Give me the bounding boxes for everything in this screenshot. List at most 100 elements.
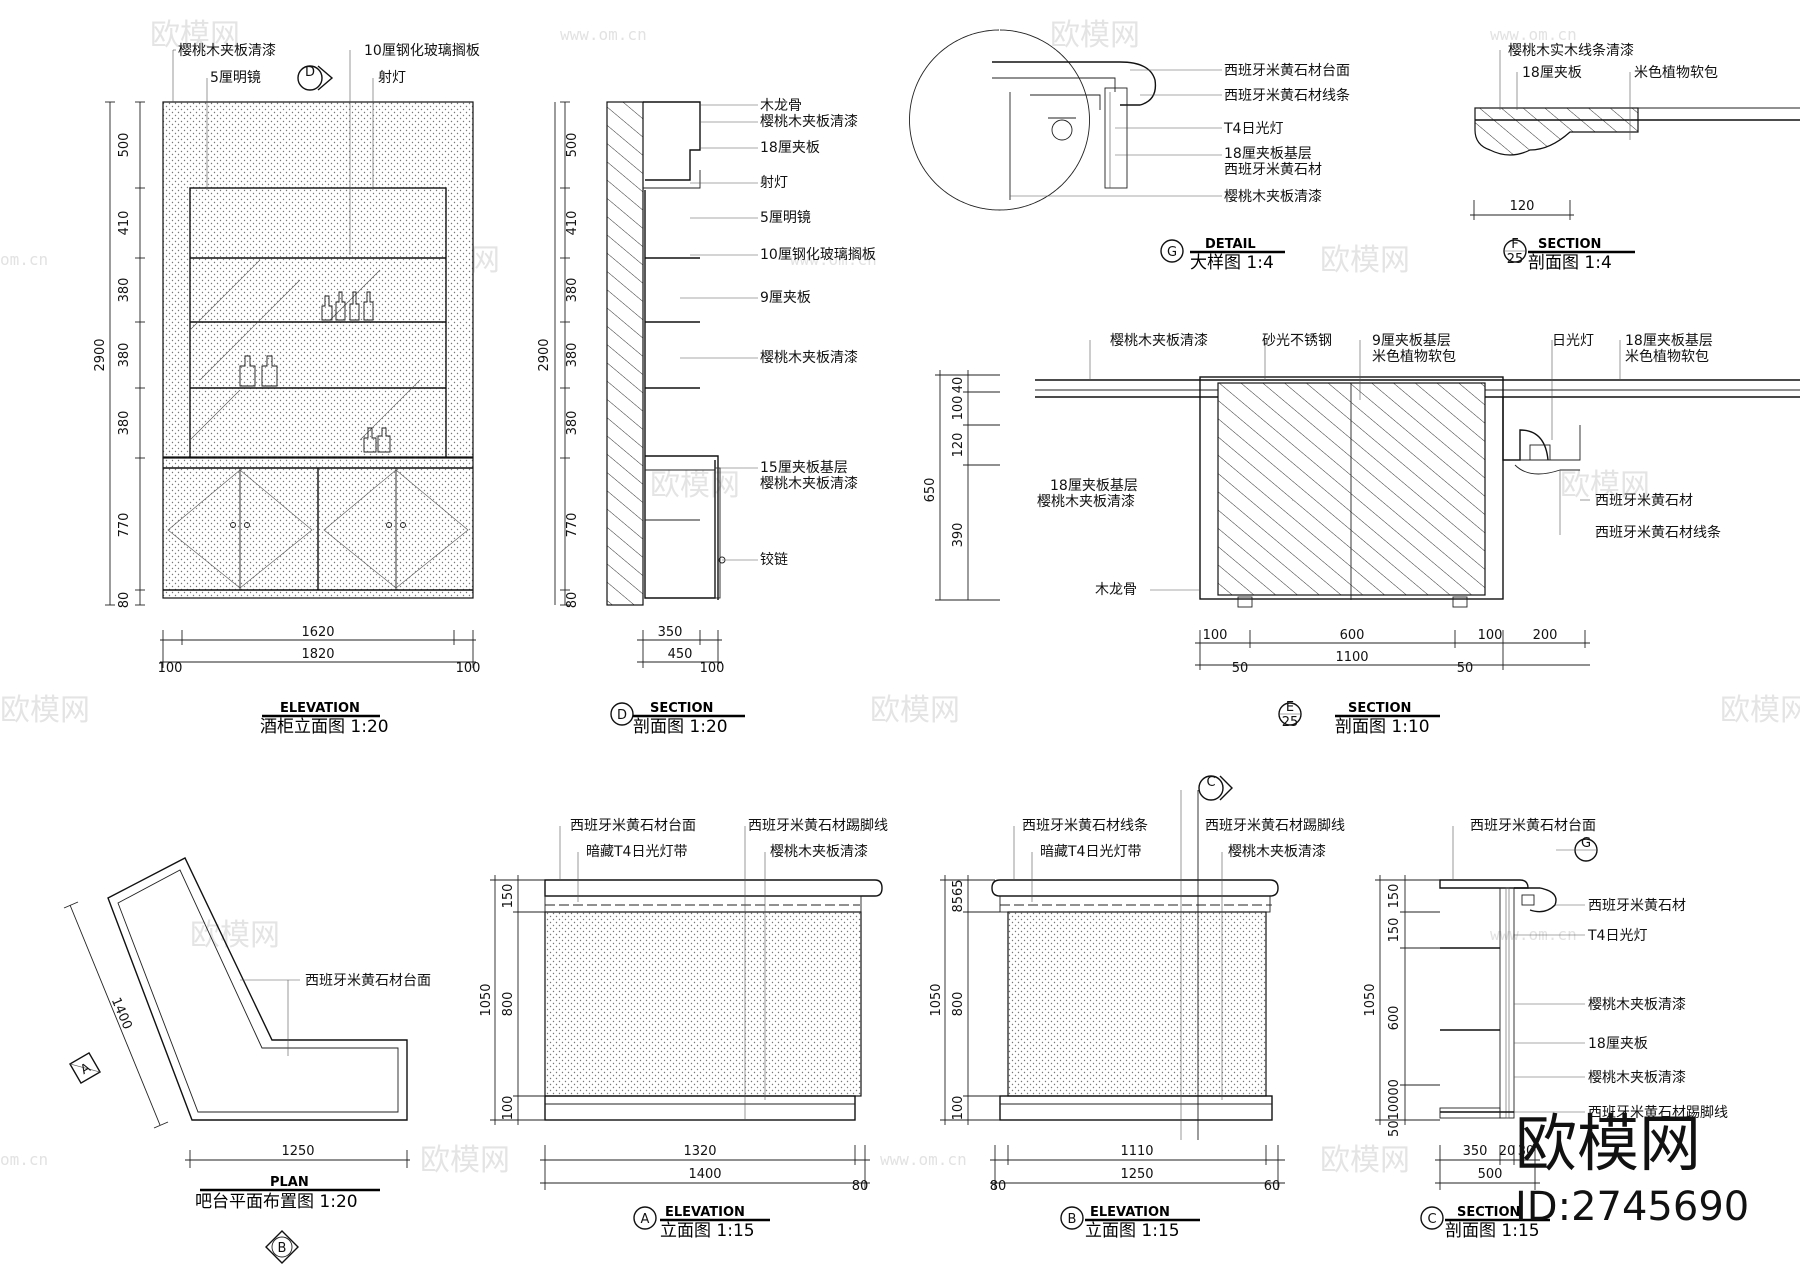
dim-label: 1320 — [683, 1144, 716, 1159]
annotation: 米色植物软包 — [1634, 64, 1718, 81]
svg-text:B: B — [278, 1241, 287, 1256]
dim-label: 60 — [1264, 1179, 1281, 1194]
dim-label: 380 — [117, 411, 132, 436]
dim-label: 1250 — [281, 1144, 314, 1159]
dim-label: 50 — [1232, 661, 1249, 676]
annotation: 樱桃木夹板清漆 — [770, 843, 868, 860]
watermark-text: 欧模网 — [1720, 693, 1800, 728]
annotation: 暗藏T4日光灯带 — [1040, 844, 1141, 860]
dim-label: 150 — [1387, 884, 1402, 909]
marker-label: D — [305, 65, 315, 80]
view-title-en: SECTION — [650, 701, 713, 716]
dim-label: 770 — [565, 513, 580, 538]
view-title-en: SECTION — [1348, 701, 1411, 716]
dim-label: 380 — [565, 278, 580, 303]
annotation: 米色植物软包 — [1372, 348, 1456, 365]
stone-top — [991, 879, 1279, 897]
dim-label: 1050 — [1363, 983, 1378, 1016]
view-title-cn: 立面图 1:15 — [660, 1221, 755, 1241]
view-title-en: DETAIL — [1205, 237, 1256, 252]
stone-top — [1439, 879, 1529, 889]
annotation: 西班牙米黄石材线条 — [1595, 524, 1721, 541]
watermark-text: 欧模网 — [1320, 1143, 1410, 1178]
dim-label: 200 — [1533, 628, 1558, 643]
view-title-cn: 酒柜立面图 1:20 — [260, 717, 389, 737]
marker-label: G — [1167, 245, 1177, 260]
elevation-marker-a: A — [69, 1052, 101, 1084]
watermark-text: 欧模网 — [1320, 243, 1410, 278]
annotation: 樱桃木夹板清漆 — [1037, 493, 1135, 510]
elevation-marker-b: B — [265, 1230, 299, 1264]
annotation: 西班牙米黄石材线条 — [1022, 817, 1148, 834]
dim-label: 150 — [1387, 918, 1402, 943]
watermark-text: 欧模网 — [0, 693, 90, 728]
wall-hatch — [606, 101, 644, 606]
watermark-url: www.om.cn — [1490, 25, 1577, 44]
marker-label: B — [1068, 1212, 1077, 1227]
dim-label: 410 — [117, 211, 132, 236]
marker-sheet: 25 — [1507, 252, 1524, 267]
view-section-1-4: 樱桃木实木线条清漆 18厘夹板 米色植物软包 120 F 25 SECTION … — [1470, 42, 1800, 273]
annotation: 西班牙米黄石材 — [1595, 492, 1693, 509]
dim-label: 2900 — [93, 338, 108, 371]
view-title-cn: 吧台平面布置图 1:20 — [195, 1192, 358, 1212]
annotation: 樱桃木夹板清漆 — [1588, 996, 1686, 1013]
dim-label: 100 — [158, 661, 183, 676]
annotation: 西班牙米黄石材踢脚线 — [748, 817, 888, 834]
stone-top — [544, 879, 883, 897]
watermark-text: 欧模网 — [1560, 468, 1650, 503]
view-marker — [610, 702, 634, 726]
annotation: 西班牙米黄石材踢脚线 — [1588, 1104, 1728, 1121]
cabinet-back-panel — [162, 101, 474, 458]
annotation: 15厘夹板基层 — [760, 459, 848, 476]
dim-label: 1250 — [1120, 1167, 1153, 1182]
dim-label: 150 — [501, 884, 516, 909]
dim-label: 1400 — [688, 1167, 721, 1182]
dim-label: 800 — [501, 992, 516, 1017]
marker-sheet: 25 — [1282, 715, 1299, 730]
annotation: 暗藏T4日光灯带 — [586, 844, 687, 860]
annotation: 9厘夹板 — [760, 290, 811, 306]
marker-label: E — [1286, 700, 1294, 715]
dim-label: 650 — [923, 478, 938, 503]
dim-label: 380 — [565, 343, 580, 368]
view-title-en: SECTION — [1538, 237, 1601, 252]
annotation: 10厘钢化玻璃搁板 — [364, 42, 480, 59]
marker-label: D — [617, 708, 627, 723]
dim-label: 500 — [565, 133, 580, 158]
marker-label: C — [1427, 1212, 1436, 1227]
view-title-en: SECTION — [1457, 1205, 1520, 1220]
dim-label: 1620 — [301, 625, 334, 640]
marker-label: G — [1581, 836, 1591, 851]
bottle-group — [239, 291, 391, 453]
dim-label: 80 — [990, 1179, 1007, 1194]
dim-label: 1110 — [1120, 1144, 1153, 1159]
view-elevation-a: 西班牙米黄石材台面 暗藏T4日光灯带 西班牙米黄石材踢脚线 樱桃木夹板清漆 15… — [479, 817, 888, 1241]
annotation: 樱桃木夹板清漆 — [1224, 188, 1322, 205]
view-title-en: PLAN — [270, 1175, 309, 1190]
view-title-cn: 剖面图 1:10 — [1335, 717, 1430, 737]
annotation: 木龙骨 — [1095, 582, 1137, 598]
dim-label: 100 — [951, 1096, 966, 1121]
annotation: 木龙骨 — [760, 98, 802, 114]
dim-label: 80 — [852, 1179, 869, 1194]
dim-label: 1050 — [479, 983, 494, 1016]
watermark-url: www.om.cn — [1490, 925, 1577, 944]
dim-label: 500 — [1478, 1167, 1503, 1182]
bar-front-panel — [1007, 911, 1267, 1097]
brand-id: ID:2745690 — [1515, 1184, 1749, 1230]
bar-front-panel — [544, 911, 862, 1097]
dim-label: 800 — [951, 992, 966, 1017]
annotation: 西班牙米黄石材 — [1224, 161, 1322, 178]
view-title-cn: 剖面图 1:15 — [1445, 1221, 1540, 1241]
annotation: 樱桃木实木线条清漆 — [1508, 42, 1634, 59]
dim-label: 8565 — [951, 879, 966, 912]
annotation: 樱桃木夹板清漆 — [760, 349, 858, 366]
dim-label: 1100 — [1335, 650, 1368, 665]
annotation: 西班牙米黄石材 — [1588, 897, 1686, 914]
annotation: 西班牙米黄石材台面 — [1470, 817, 1596, 834]
view-marker — [1060, 1206, 1084, 1230]
dim-label: 390 — [951, 523, 966, 548]
view-title-cn: 剖面图 1:4 — [1528, 253, 1612, 273]
dim-label: 380 — [117, 343, 132, 368]
